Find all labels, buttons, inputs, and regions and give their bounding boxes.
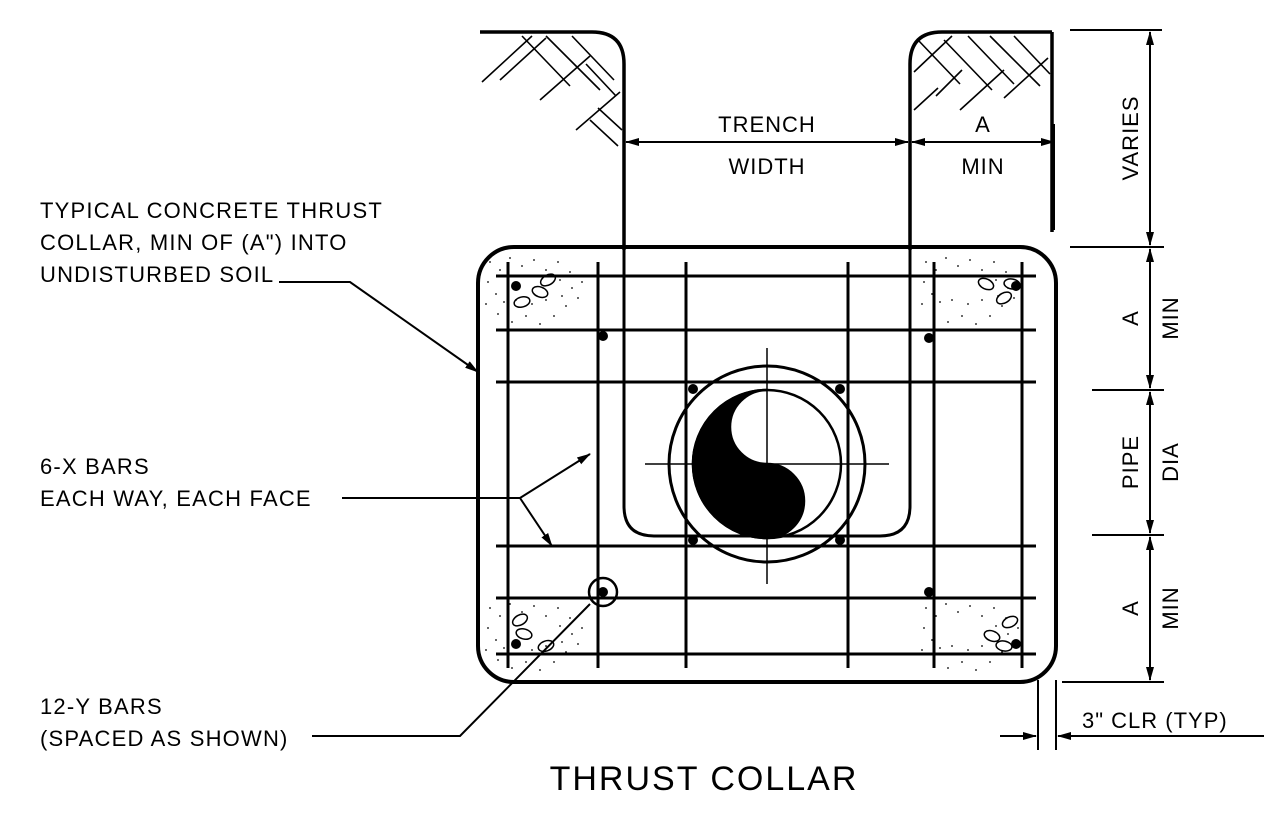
a-min-lower-label-2: MIN	[1158, 586, 1183, 629]
varies-label: VARIES	[1118, 95, 1143, 180]
pipe-dia-label-1: PIPE	[1118, 435, 1143, 489]
a-min-lower-label-1: A	[1118, 600, 1143, 616]
a-min-top-label-2: MIN	[961, 154, 1004, 179]
pipe-section	[645, 348, 889, 584]
a-min-top-label-1: A	[975, 112, 991, 137]
trench-width-label-1: TRENCH	[718, 112, 816, 137]
vertical-bars	[506, 262, 1024, 668]
collar-note-line-1: TYPICAL CONCRETE THRUST	[40, 198, 383, 223]
x-bars-note: 6-X BARS EACH WAY, EACH FACE	[40, 454, 312, 511]
leader-lines	[279, 281, 591, 737]
y-bars-note-line-1: 12-Y BARS	[40, 694, 163, 719]
concrete-collar-outline	[476, 245, 1058, 684]
a-min-upper-label-2: MIN	[1158, 296, 1183, 339]
dimension-lines	[625, 29, 1264, 750]
x-bars-note-line-2: EACH WAY, EACH FACE	[40, 486, 312, 511]
collar-note-line-3: UNDISTURBED SOIL	[40, 262, 274, 287]
clear-cover-label: 3" CLR (TYP)	[1082, 708, 1228, 733]
y-bars-note-line-2: (SPACED AS SHOWN)	[40, 726, 289, 751]
collar-note: TYPICAL CONCRETE THRUST COLLAR, MIN OF (…	[40, 198, 383, 287]
y-bars-note: 12-Y BARS (SPACED AS SHOWN)	[40, 694, 289, 751]
pipe-dia-label-2: DIA	[1158, 442, 1183, 482]
y-bars	[511, 281, 1021, 649]
a-min-upper-label-1: A	[1118, 310, 1143, 326]
horizontal-bars	[496, 274, 1036, 656]
collar-note-line-2: COLLAR, MIN OF (A") INTO	[40, 230, 348, 255]
soil-hatching	[481, 35, 1051, 147]
trench-width-label-2: WIDTH	[728, 154, 805, 179]
x-bars-note-line-1: 6-X BARS	[40, 454, 150, 479]
drawing-title: THRUST COLLAR	[550, 760, 859, 798]
